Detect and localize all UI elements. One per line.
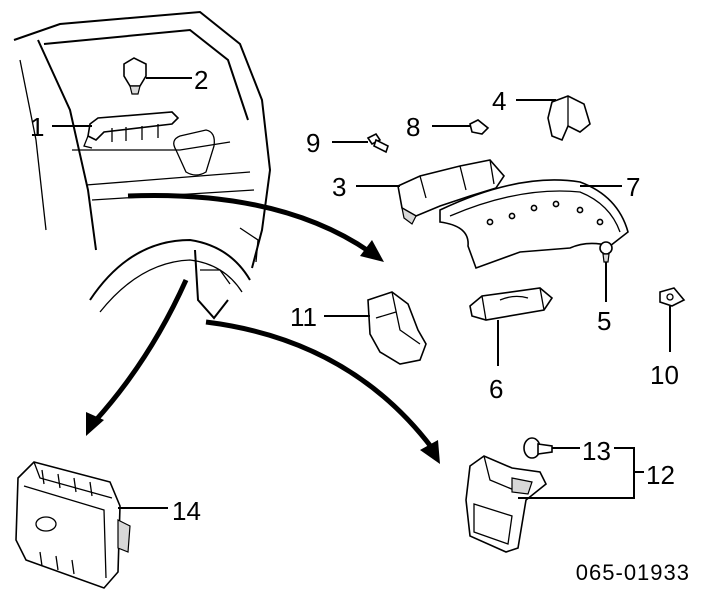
part-6-retainer (469, 287, 554, 321)
part-7-fender-liner (439, 179, 629, 270)
pointer-arrow-to-mud-flap (205, 319, 440, 464)
vehicle-body-outline (13, 10, 272, 320)
callout-label-4: 4 (492, 86, 506, 116)
part-5-fastener (599, 241, 613, 263)
callout-label-12: 12 (646, 460, 675, 490)
callout-label-1: 1 (30, 112, 44, 142)
part-12-mud-flap (465, 455, 548, 553)
part-11-splash-guard (367, 291, 427, 365)
callout-label-11: 11 (290, 302, 317, 332)
callout-label-9: 9 (306, 128, 320, 158)
part-14-module (15, 461, 131, 589)
part-2-clip (123, 57, 147, 95)
callout-label-6: 6 (489, 374, 503, 404)
part-4-bracket (547, 95, 591, 142)
callout-label-14: 14 (172, 496, 201, 526)
callout-label-7: 7 (626, 172, 640, 202)
pointer-arrow-to-module (86, 278, 189, 436)
part-8-clip (469, 119, 490, 135)
callout-label-5: 5 (597, 306, 611, 336)
part-9-bolt (366, 132, 389, 154)
callout-label-2: 2 (194, 65, 208, 95)
part-13-push-clip (523, 437, 553, 459)
callout-label-8: 8 (406, 112, 420, 142)
callout-label-3: 3 (332, 172, 346, 202)
callout-label-13: 13 (582, 436, 611, 466)
diagram-reference-number: 065-01933 (576, 560, 690, 585)
part-1-grip-handle (83, 111, 180, 149)
pointer-arrow-to-liner (127, 193, 384, 262)
callout-label-10: 10 (650, 360, 679, 390)
part-10-nut (659, 287, 686, 307)
